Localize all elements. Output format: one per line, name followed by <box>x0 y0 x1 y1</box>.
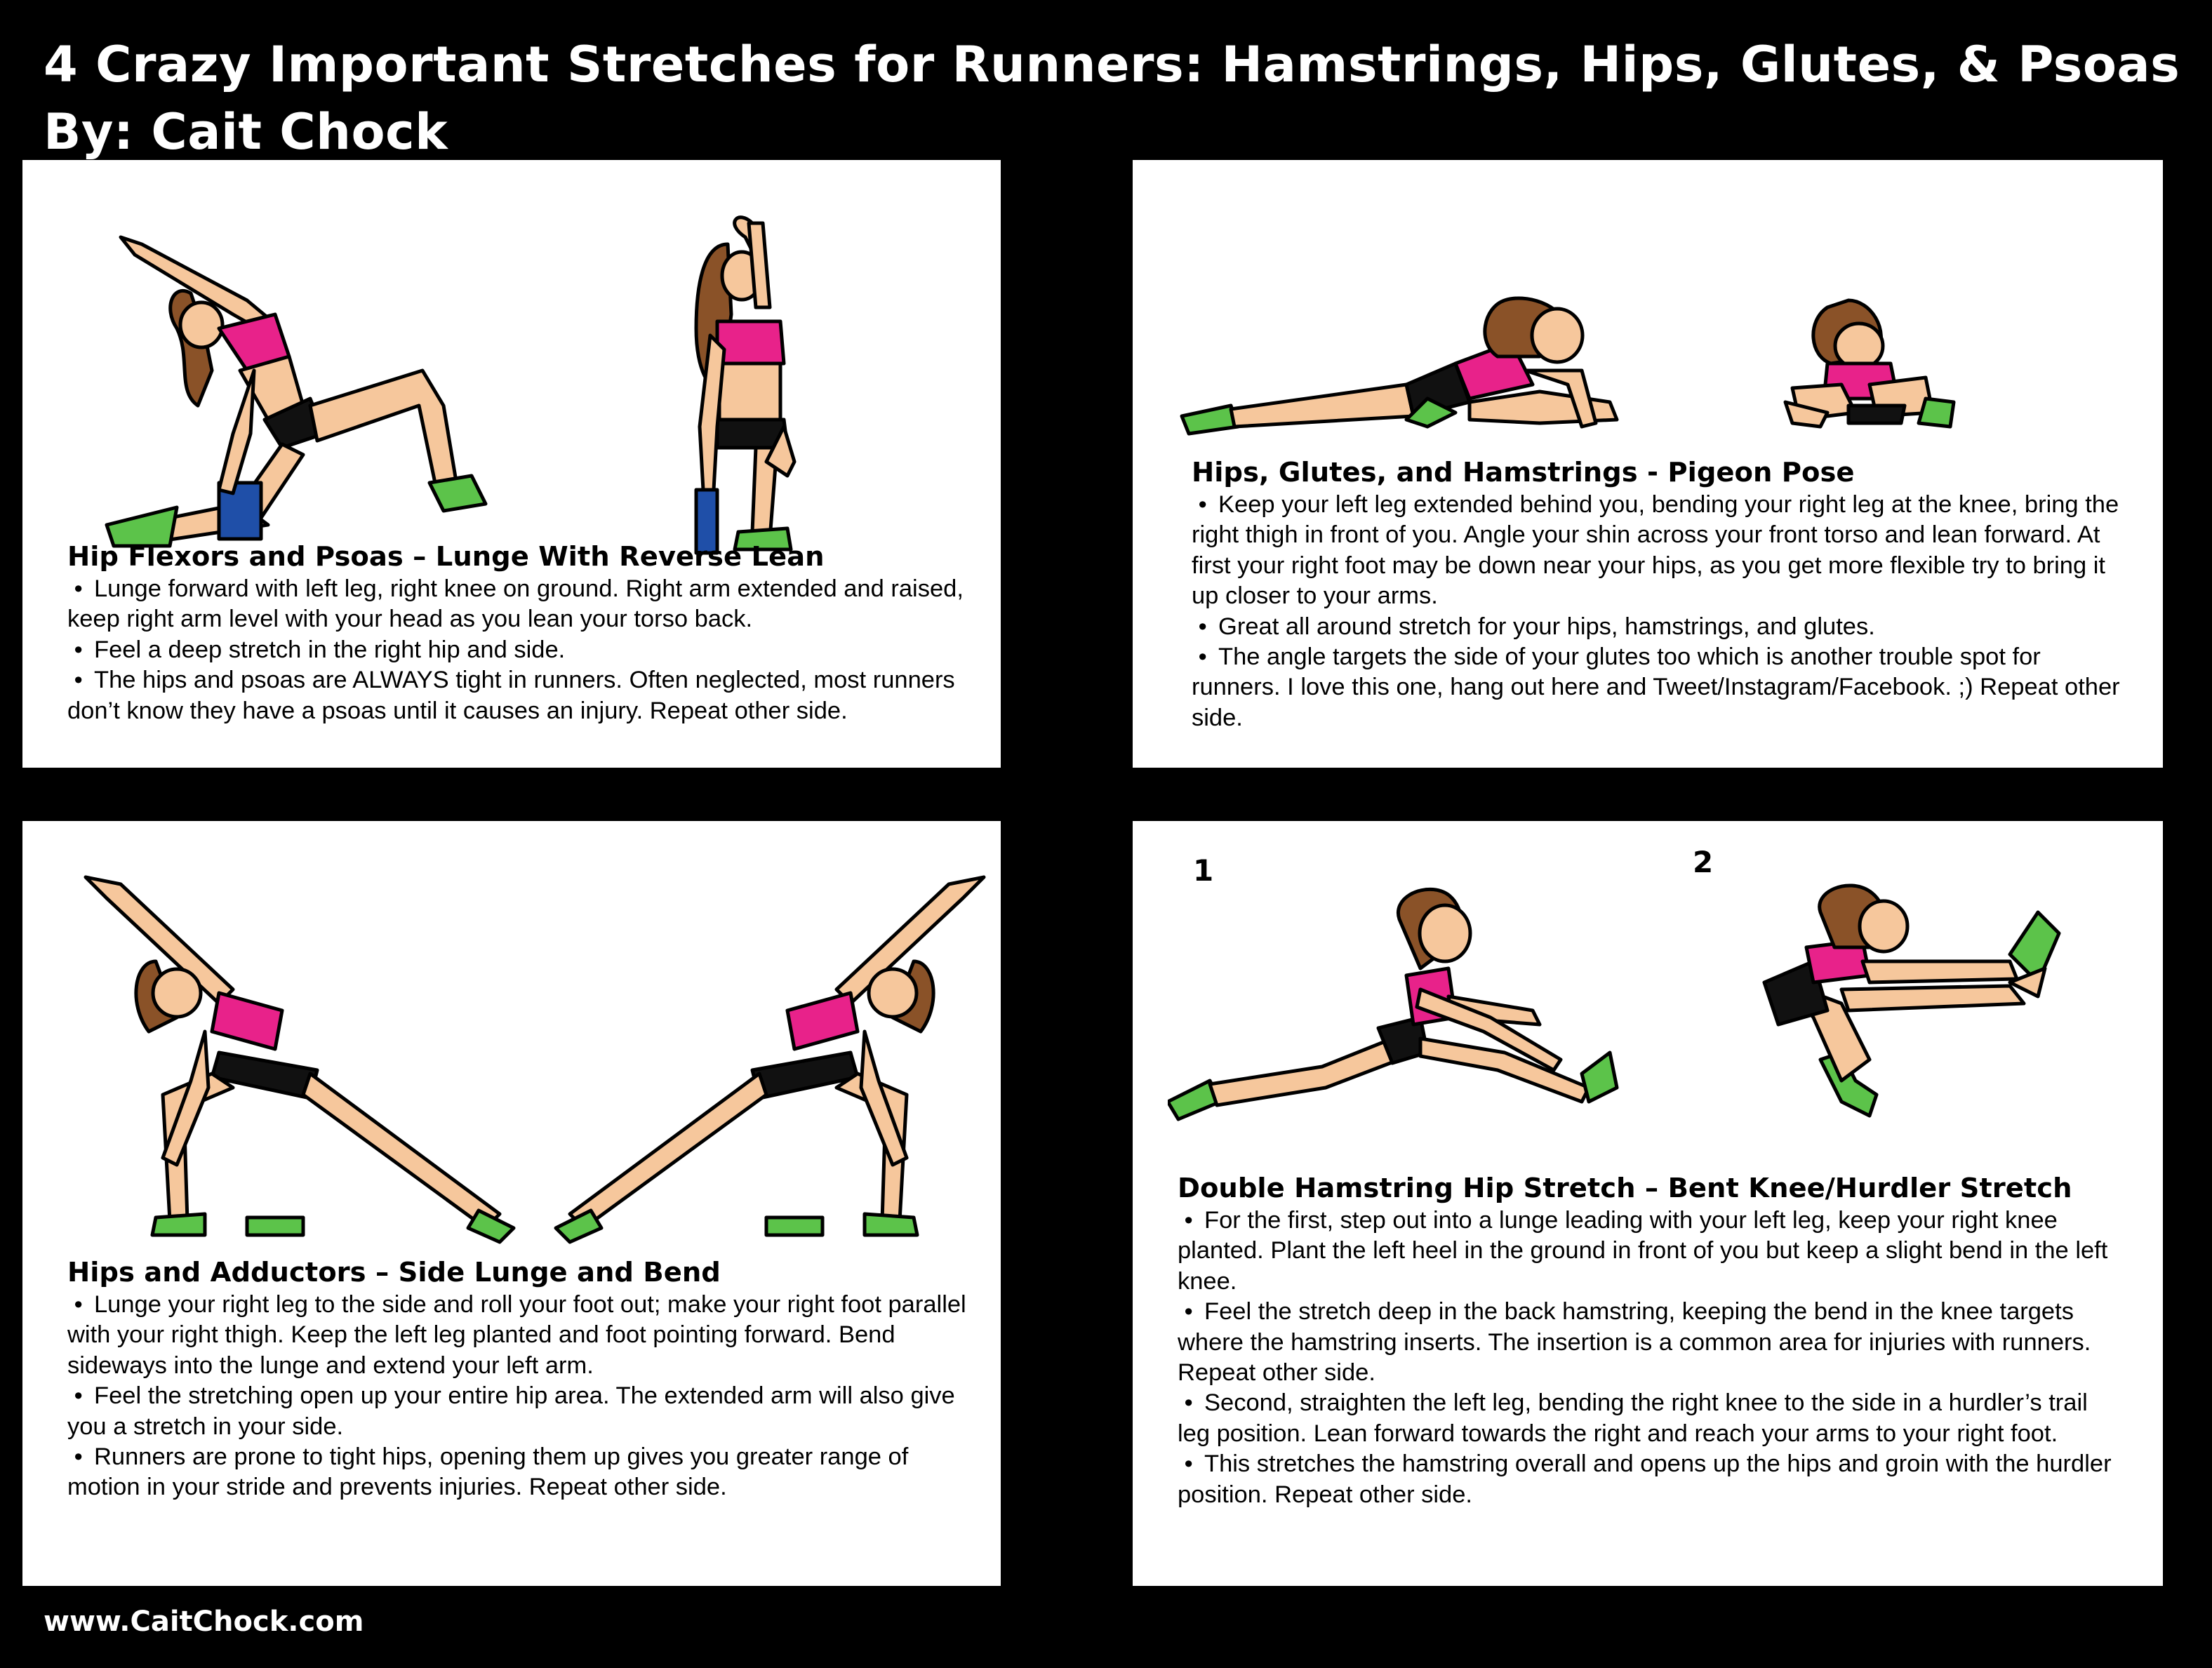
list-item: •Great all around stretch for your hips,… <box>1192 613 1875 640</box>
panel-title: Hip Flexors and Psoas – Lunge With Rever… <box>67 541 825 573</box>
list-item: •Lunge your right leg to the side and ro… <box>67 1291 966 1379</box>
list-item: •Feel a deep stretch in the right hip an… <box>67 636 566 663</box>
text-block: Hips, Glutes, and Hamstrings - Pigeon Po… <box>1192 456 2125 733</box>
side-lunge-illustration <box>84 875 986 1244</box>
panel-pigeon-pose: Hips, Glutes, and Hamstrings - Pigeon Po… <box>1133 160 2163 768</box>
list-item: •This stretches the hamstring overall an… <box>1178 1450 2112 1508</box>
bullet-list: •Keep your left leg extended behind you,… <box>1192 490 2125 733</box>
panel-title: Double Hamstring Hip Stretch – Bent Knee… <box>1178 1173 2072 1204</box>
panel-hip-flexors: Hip Flexors and Psoas – Lunge With Rever… <box>22 160 1001 768</box>
pigeon-pose-illustration <box>1180 296 1956 436</box>
bullet-list: •Lunge your right leg to the side and ro… <box>67 1290 980 1503</box>
bullet-list: •For the first, step out into a lunge le… <box>1178 1206 2118 1510</box>
list-item: •Lunge forward with left leg, right knee… <box>67 575 964 633</box>
website-link[interactable]: www.CaitChock.com <box>44 1606 364 1638</box>
list-item: •For the first, step out into a lunge le… <box>1178 1207 2108 1295</box>
panel-title: Hips, Glutes, and Hamstrings - Pigeon Po… <box>1192 457 1855 488</box>
text-block: Hips and Adductors – Side Lunge and Bend… <box>67 1256 980 1503</box>
page-title: 4 Crazy Important Stretches for Runners:… <box>44 36 2180 93</box>
list-item: •Feel the stretching open up your entire… <box>67 1382 955 1440</box>
step-number: 1 <box>1193 853 1214 888</box>
list-item: •Second, straighten the left leg, bendin… <box>1178 1389 2088 1447</box>
text-block: Hip Flexors and Psoas – Lunge With Rever… <box>67 540 973 726</box>
list-item: •Runners are prone to tight hips, openin… <box>67 1443 909 1501</box>
step-number: 2 <box>1693 845 1714 879</box>
list-item: •Feel the stretch deep in the back hamst… <box>1178 1298 2091 1387</box>
hamstring-stretch-illustration <box>1168 883 2061 1121</box>
panel-double-hamstring: 1 2 Double Hamstring <box>1133 821 2163 1586</box>
header: 4 Crazy Important Stretches for Runners:… <box>44 31 2180 166</box>
list-item: •Keep your left leg extended behind you,… <box>1192 491 2119 610</box>
text-block: Double Hamstring Hip Stretch – Bent Knee… <box>1178 1172 2118 1510</box>
list-item: •The hips and psoas are ALWAYS tight in … <box>67 667 955 724</box>
bullet-list: •Lunge forward with left leg, right knee… <box>67 574 973 726</box>
byline: By: Cait Chock <box>44 103 448 161</box>
list-item: •The angle targets the side of your glut… <box>1192 643 2120 731</box>
panel-side-lunge: Hips and Adductors – Side Lunge and Bend… <box>22 821 1001 1586</box>
panel-title: Hips and Adductors – Side Lunge and Bend <box>67 1257 721 1288</box>
lunge-reverse-lean-illustration <box>105 215 797 555</box>
